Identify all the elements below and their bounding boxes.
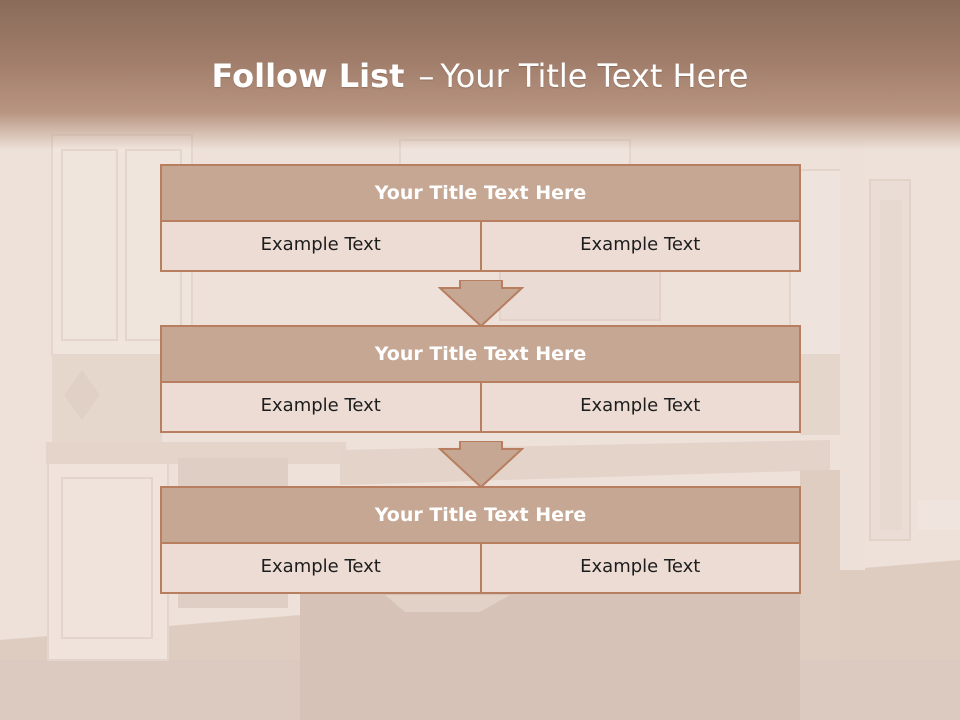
follow-step-1: Your Title Text Here Example Text Exampl… bbox=[160, 164, 801, 272]
slide-title: Follow List–Your Title Text Here bbox=[0, 52, 960, 100]
step-right-text: Example Text bbox=[580, 234, 701, 255]
step-left-text: Example Text bbox=[162, 544, 482, 592]
title-rest-part: Your Title Text Here bbox=[440, 57, 749, 95]
step-title: Your Title Text Here bbox=[162, 166, 799, 222]
step-right-text: Example Text bbox=[580, 395, 701, 416]
step-left-text: Example Text bbox=[162, 383, 482, 431]
follow-step-3: Your Title Text Here Example Text Exampl… bbox=[160, 486, 801, 594]
step-row: Example Text Example Text bbox=[162, 383, 799, 431]
title-dash: – bbox=[418, 57, 435, 95]
step-title: Your Title Text Here bbox=[162, 488, 799, 544]
step-left-text: Example Text bbox=[162, 222, 482, 270]
down-arrow-icon bbox=[438, 441, 524, 487]
step-right-text: Example Text bbox=[580, 556, 701, 577]
step-title: Your Title Text Here bbox=[162, 327, 799, 383]
header-band bbox=[0, 0, 960, 150]
step-row: Example Text Example Text bbox=[162, 544, 799, 592]
down-arrow-icon bbox=[438, 280, 524, 326]
step-row: Example Text Example Text bbox=[162, 222, 799, 270]
title-bold-part: Follow List bbox=[211, 57, 405, 95]
follow-step-2: Your Title Text Here Example Text Exampl… bbox=[160, 325, 801, 433]
